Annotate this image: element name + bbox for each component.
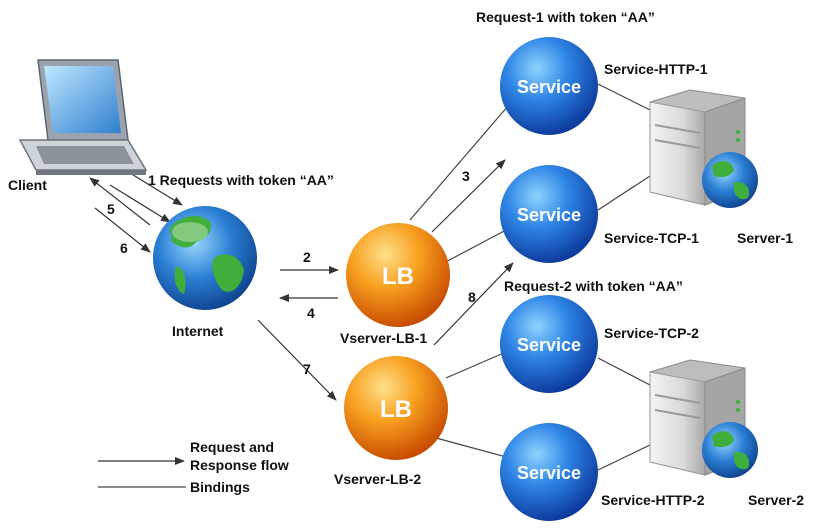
arrow-step-6 — [94, 207, 151, 253]
legend-bindings-label: Bindings — [190, 479, 250, 495]
service-tcp-1-label: Service-TCP-1 — [604, 230, 699, 246]
arrow-step-5 — [89, 177, 151, 226]
legend: Request and Response flow Bindings — [98, 439, 289, 495]
lb-node-2-text: LB — [380, 396, 412, 423]
binding-lb1-service-tcp-1 — [439, 229, 507, 266]
arrow-step-8 — [433, 262, 514, 346]
internet-label: Internet — [172, 323, 224, 339]
service-node-http-2-text: Service — [517, 463, 581, 483]
binding-tcp2-server2 — [597, 357, 651, 386]
request-1-annotation: Request-1 with token “AA” — [476, 9, 655, 25]
step-8-label: 8 — [468, 289, 476, 305]
step-3-label: 3 — [462, 168, 470, 184]
step-7-label: 7 — [303, 361, 311, 377]
legend-flow-label-line1: Request and — [190, 439, 274, 455]
binding-lb2-service-tcp-2 — [445, 351, 507, 379]
binding-lines — [409, 83, 651, 471]
vserver-lb-1-label: Vserver-LB-1 — [340, 330, 427, 346]
binding-http1-server1 — [597, 83, 651, 111]
service-node-tcp-2-text: Service — [517, 335, 581, 355]
step-5-label: 5 — [107, 201, 115, 217]
legend-flow-label-line2: Response flow — [190, 457, 289, 473]
service-node-tcp-2: Service — [500, 295, 598, 393]
service-node-tcp-1: Service — [500, 165, 598, 263]
server-2-icon — [649, 359, 758, 478]
request-2-annotation: Request-2 with token “AA” — [504, 278, 683, 294]
binding-lb1-service-http-1 — [409, 105, 509, 221]
requests-annotation: 1 Requests with token “AA” — [148, 172, 334, 188]
lb-node-1-text: LB — [382, 263, 414, 290]
arrow-step-1a — [124, 169, 183, 206]
globe-icon — [153, 206, 257, 310]
arrow-step-7 — [257, 319, 337, 401]
step-6-label: 6 — [120, 240, 128, 256]
server-1-icon — [649, 89, 758, 208]
service-http-1-label: Service-HTTP-1 — [604, 61, 708, 77]
service-node-http-2: Service — [500, 423, 598, 521]
step-2-label: 2 — [303, 249, 311, 265]
flow-arrows — [89, 159, 514, 401]
binding-tcp1-server1 — [597, 175, 651, 211]
binding-http2-server2 — [597, 444, 651, 471]
server-1-label: Server-1 — [737, 230, 793, 246]
service-node-http-1: Service — [500, 37, 598, 135]
vserver-lb-2-label: Vserver-LB-2 — [334, 471, 421, 487]
arrow-step-1b — [109, 184, 171, 223]
service-node-tcp-1-text: Service — [517, 205, 581, 225]
client-label: Client — [8, 177, 47, 193]
server-2-label: Server-2 — [748, 492, 804, 508]
service-tcp-2-label: Service-TCP-2 — [604, 325, 699, 341]
service-node-http-1-text: Service — [517, 77, 581, 97]
service-http-2-label: Service-HTTP-2 — [601, 492, 705, 508]
lb-node-1: LB — [346, 223, 450, 327]
laptop-icon — [18, 59, 148, 175]
step-4-label: 4 — [307, 305, 315, 321]
lb-node-2: LB — [344, 356, 448, 460]
binding-lb2-service-http-2 — [424, 434, 511, 459]
arrow-step-3 — [431, 159, 506, 233]
